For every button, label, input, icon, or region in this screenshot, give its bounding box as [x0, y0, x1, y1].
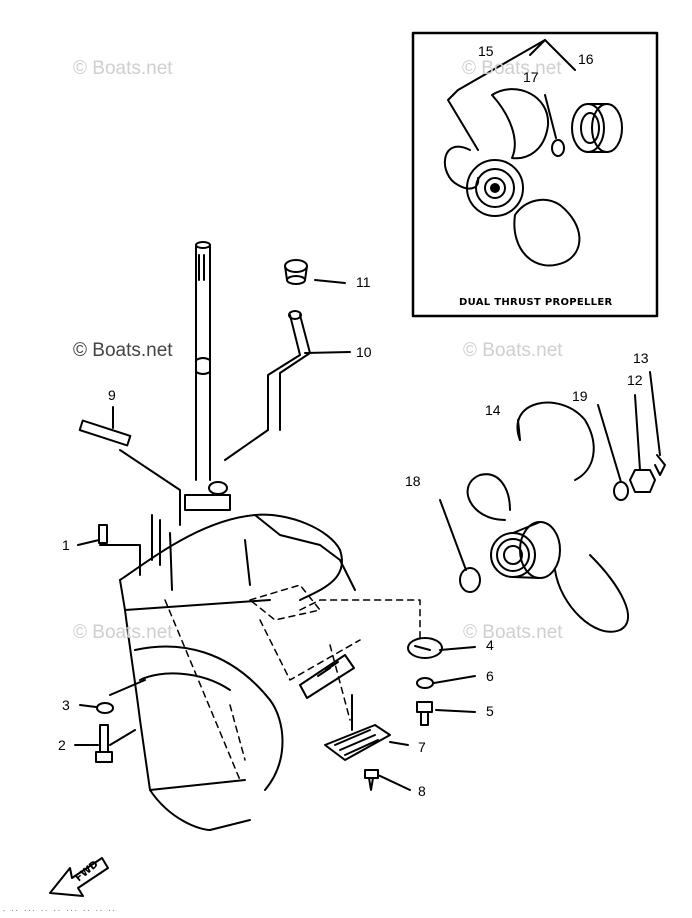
callout-3: 3 — [62, 697, 70, 713]
callout-16: 16 — [578, 51, 594, 67]
callout-4: 4 — [486, 637, 494, 653]
water-tube-10 — [267, 310, 311, 431]
clip-9 — [78, 419, 132, 447]
trim-tab-7 — [324, 724, 391, 761]
callout-15: 15 — [478, 43, 494, 59]
callout-14: 14 — [485, 402, 501, 418]
propeller-14 — [466, 401, 630, 633]
screw-8 — [364, 769, 379, 791]
inset-bushing-16 — [571, 103, 623, 153]
watermark: © Boats.net — [73, 58, 173, 79]
callout-8: 8 — [418, 783, 426, 799]
inset-washer-17 — [551, 139, 565, 157]
watermark: © Boats.net — [463, 622, 563, 643]
inset-frame — [411, 31, 659, 318]
watermark: © Boats.net — [73, 340, 173, 361]
callout-17: 17 — [523, 69, 539, 85]
callout-18: 18 — [405, 473, 421, 489]
callout-2: 2 — [58, 737, 66, 753]
watermark: © Boats.net — [463, 340, 563, 361]
washer-6 — [416, 677, 434, 689]
callout-5: 5 — [486, 703, 494, 719]
callout-13: 13 — [633, 350, 649, 366]
inset-propeller-15 — [443, 88, 581, 267]
callout-12: 12 — [627, 372, 643, 388]
anode-4 — [407, 637, 443, 659]
nut-12 — [629, 469, 656, 493]
callout-11: 11 — [356, 274, 371, 290]
washer-19 — [613, 481, 629, 501]
lower-unit-housing — [119, 481, 356, 831]
callout-7: 7 — [418, 739, 426, 755]
inset-caption: DUAL THRUST PROPELLER — [459, 297, 613, 308]
drive-shaft — [195, 241, 211, 481]
grommet-11 — [284, 259, 308, 285]
callout-10: 10 — [356, 344, 372, 360]
hidden-lines — [164, 584, 421, 781]
watermark: © Boats.net — [73, 622, 173, 643]
washer-3 — [96, 702, 114, 714]
footer-text: - ·· ··· ·· ·· ··· ·· ·· ·· — [2, 907, 116, 915]
washer-18 — [459, 567, 481, 593]
callout-1: 1 — [62, 537, 70, 553]
callout-19: 19 — [572, 388, 588, 404]
prop-shaft — [299, 654, 355, 699]
watermark: © Boats.net — [462, 58, 562, 79]
cotter-pin-13 — [654, 454, 666, 476]
bolt-2 — [95, 724, 113, 763]
pin-1 — [98, 524, 108, 544]
callout-6: 6 — [486, 668, 494, 684]
bolt-5 — [416, 701, 433, 726]
forward-arrow-icon — [49, 857, 109, 897]
callout-9: 9 — [108, 387, 116, 403]
